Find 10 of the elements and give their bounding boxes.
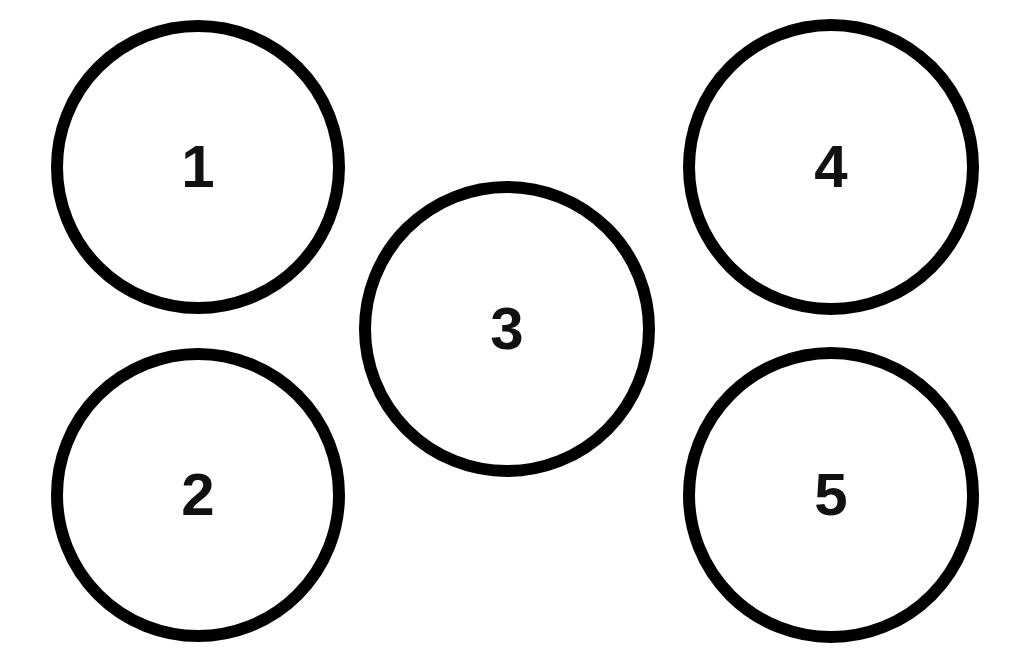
circle-node — [683, 19, 979, 315]
node-number: 1 — [181, 137, 215, 197]
circle-node — [51, 348, 345, 642]
node-number: 4 — [814, 137, 848, 197]
node-number: 3 — [490, 299, 524, 359]
circle-node — [359, 181, 655, 477]
circle-node — [51, 20, 345, 314]
node-number: 5 — [814, 465, 848, 525]
node-number: 2 — [181, 465, 215, 525]
circle-node — [683, 347, 979, 643]
